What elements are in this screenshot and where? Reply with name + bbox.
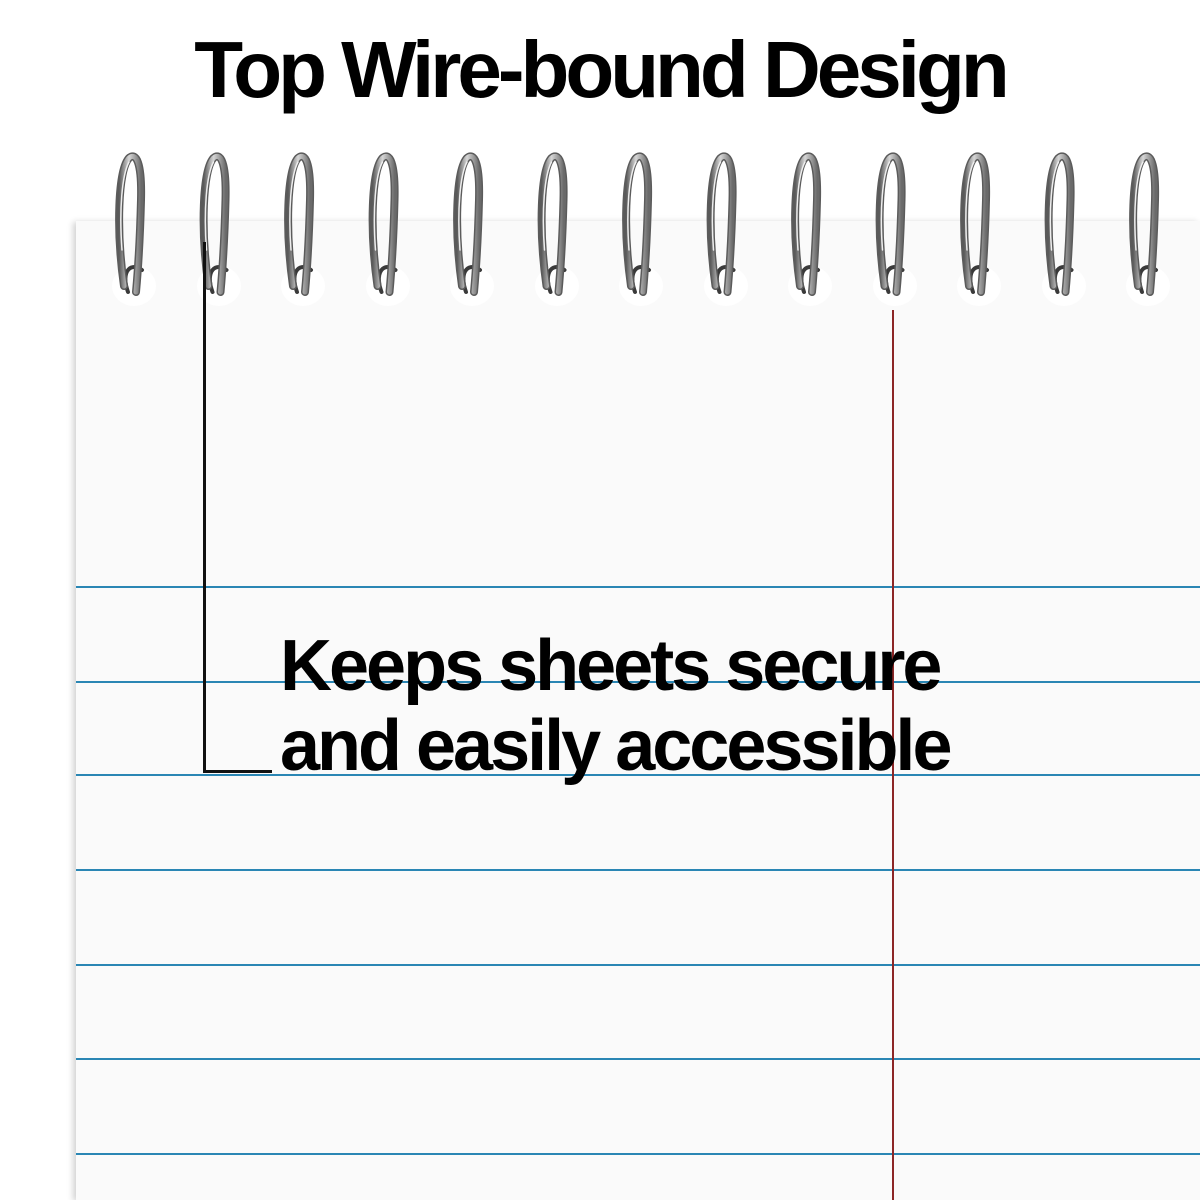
- rule-line: [76, 964, 1200, 966]
- callout-line-2: and easily accessible: [280, 706, 952, 786]
- rule-line: [76, 1153, 1200, 1155]
- rule-line: [76, 1058, 1200, 1060]
- rule-line: [76, 586, 1200, 588]
- page-title: Top Wire-bound Design: [194, 25, 1009, 114]
- punch-hole: [281, 266, 325, 306]
- callout-bracket-horizontal: [203, 770, 272, 773]
- margin-line: [892, 310, 894, 1200]
- punch-hole: [534, 266, 579, 306]
- punch-hole: [957, 266, 1001, 306]
- callout-line-1: Keeps sheets secure: [280, 626, 942, 706]
- punch-hole: [703, 266, 748, 306]
- callout-text: Keeps sheets secure and easily accessibl…: [280, 626, 952, 786]
- punch-hole: [365, 266, 410, 306]
- rule-line: [76, 774, 1200, 776]
- callout-bracket-vertical: [203, 242, 206, 773]
- notebook-sheet: [76, 221, 1200, 1200]
- punch-hole: [788, 266, 832, 306]
- punch-hole: [450, 266, 494, 306]
- punch-hole: [872, 266, 917, 306]
- punch-hole: [619, 266, 663, 306]
- punch-hole: [1041, 266, 1086, 306]
- rule-line: [76, 681, 1200, 683]
- punch-hole: [112, 266, 156, 306]
- punch-hole: [1126, 266, 1170, 306]
- rule-line: [76, 869, 1200, 871]
